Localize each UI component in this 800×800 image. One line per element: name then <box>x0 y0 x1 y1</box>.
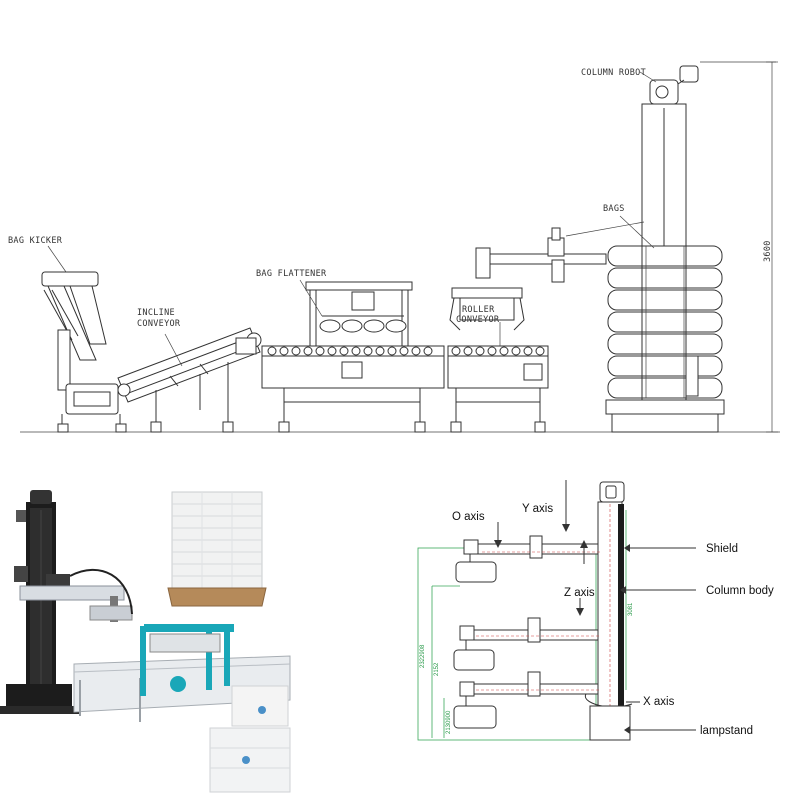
bag-flattener <box>261 281 445 433</box>
label-column-robot: COLUMN ROBOT <box>581 68 646 78</box>
dim-4: 3081 <box>628 602 634 616</box>
axis-arm-top <box>455 535 600 583</box>
dim-2: 2152 <box>434 662 440 676</box>
dim-3: 2130900 <box>446 710 452 734</box>
height-dimension <box>700 61 778 433</box>
photo-illustration <box>0 490 291 793</box>
label-column-body: Column body <box>706 585 774 597</box>
axis-column <box>585 481 633 741</box>
photo-conveyor <box>73 624 291 793</box>
label-height-3600: 3600 <box>763 240 773 262</box>
axis-diagram: O axis Y axis Z axis X axis Shield Colum… <box>417 480 774 741</box>
label-y-axis: Y axis <box>522 503 553 515</box>
bag-kicker <box>41 271 127 433</box>
label-x-axis: X axis <box>643 696 675 708</box>
label-z-axis: Z axis <box>564 587 595 599</box>
flattener-pads <box>319 319 407 333</box>
robot-arm <box>449 227 607 331</box>
dim-1: 2322908 <box>420 644 426 668</box>
label-o-axis: O axis <box>452 511 485 523</box>
label-incline-1: INCLINE <box>137 308 175 318</box>
label-bag-flattener: BAG FLATTENER <box>256 269 327 279</box>
label-roller-1: ROLLER <box>462 305 495 315</box>
label-lampstand: lampstand <box>700 725 753 737</box>
label-incline-2: CONVEYOR <box>137 319 181 329</box>
label-bags: BAGS <box>603 204 625 214</box>
axis-arm-middle <box>453 617 600 671</box>
incline-conveyor <box>117 327 262 433</box>
label-roller-2: CONVEYOR <box>456 315 500 325</box>
axis-arrows <box>494 480 696 734</box>
label-bag-kicker: BAG KICKER <box>8 236 63 246</box>
roller-conveyor <box>447 345 549 433</box>
label-shield: Shield <box>706 543 738 555</box>
top-line-drawing: BAG KICKER INCLINE CONVEYOR BAG FLATTENE… <box>8 61 780 433</box>
axis-arm-bottom <box>453 671 600 729</box>
photo-bag-pallet <box>167 491 267 607</box>
photo-column-robot <box>0 490 133 714</box>
flattener-rollers <box>267 346 433 356</box>
